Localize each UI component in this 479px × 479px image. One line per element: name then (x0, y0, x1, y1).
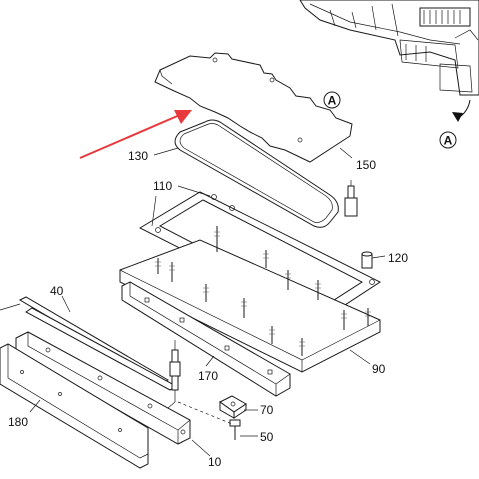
callout-a-right: A (439, 131, 457, 149)
leader-lines (29, 147, 386, 457)
part-50-pin (229, 419, 241, 440)
label-90: 90 (372, 362, 386, 376)
callout-a-top-text: A (328, 94, 337, 108)
base-studs (155, 226, 371, 356)
assembly-guide (177, 401, 233, 425)
part-170-rail (121, 281, 291, 397)
label-150: 150 (356, 158, 376, 172)
label-180: 180 (8, 415, 28, 429)
part-40-strip (0, 296, 177, 391)
callout-a-right-text: A (444, 134, 453, 148)
label-10: 10 (208, 455, 222, 469)
label-120: 120 (388, 251, 408, 265)
part-120-standoff (361, 251, 373, 269)
part-180-cover (0, 343, 149, 469)
label-40: 40 (50, 284, 64, 298)
label-110: 110 (153, 179, 172, 193)
part-90-base (119, 226, 381, 373)
label-50: 50 (260, 430, 274, 444)
label-130: 130 (128, 149, 148, 163)
part-150-cover (154, 52, 353, 163)
label-170: 170 (198, 369, 218, 383)
sensor-probe (167, 340, 181, 409)
label-70: 70 (260, 403, 274, 417)
machine-inset (299, 0, 479, 122)
part-130-gasket (174, 119, 339, 228)
part-130-connector (344, 180, 358, 217)
part-70-bracket (219, 395, 247, 419)
callout-a-top: A (323, 91, 341, 109)
red-pointer-arrow (79, 110, 192, 159)
